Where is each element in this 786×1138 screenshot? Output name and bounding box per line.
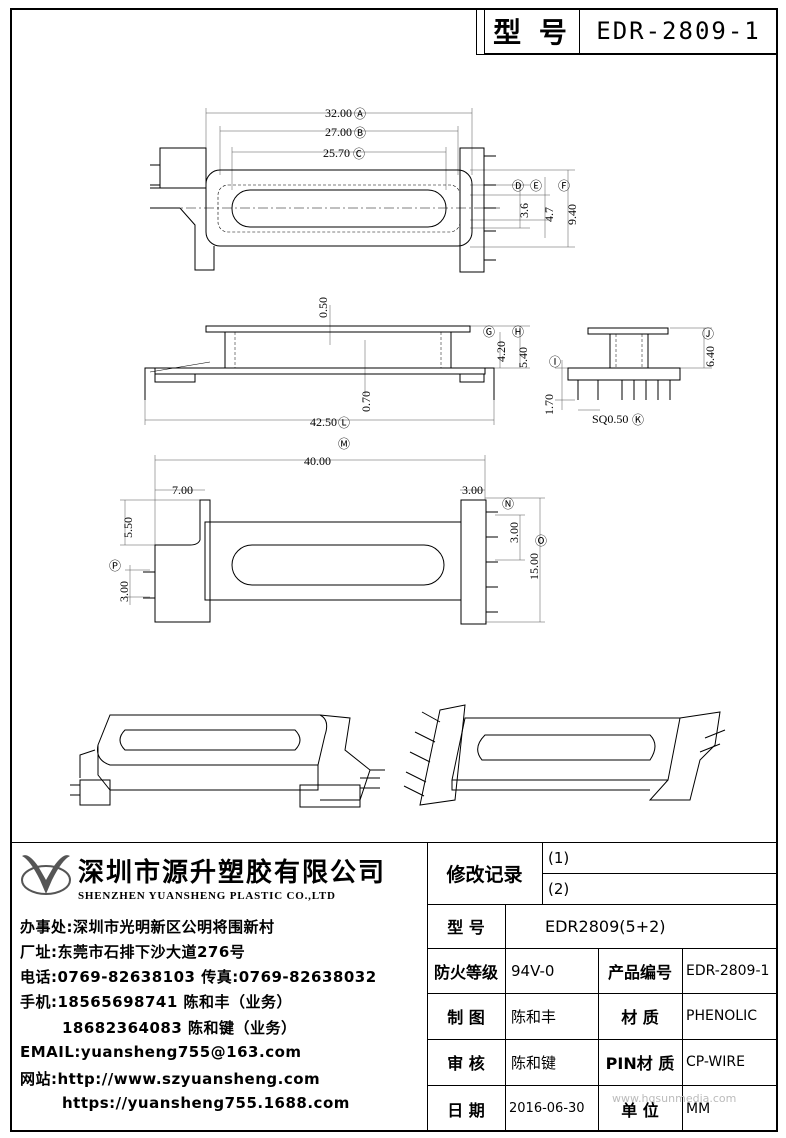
dim-4-7: 4.7 bbox=[542, 207, 556, 222]
label-f: Ⓕ bbox=[558, 179, 570, 193]
dim-15-00: 15.00 bbox=[527, 553, 541, 580]
label-c: Ⓒ bbox=[353, 147, 365, 161]
dim-9-40: 9.40 bbox=[565, 204, 579, 225]
material-label: 材 质 bbox=[621, 1008, 659, 1027]
titleblock-divider bbox=[427, 842, 428, 1132]
model-row-label: 型 号 bbox=[447, 918, 485, 937]
label-a: Ⓐ bbox=[354, 107, 366, 121]
revision-1: (1) bbox=[548, 848, 570, 867]
row-line-4 bbox=[427, 1039, 778, 1040]
col-line-2 bbox=[598, 948, 599, 1132]
revision-label: 修改记录 bbox=[446, 863, 523, 886]
unit-value: MM bbox=[686, 1100, 711, 1117]
dim-sq0-50: SQ0.50 bbox=[592, 412, 628, 426]
row-line-2 bbox=[427, 948, 778, 949]
company-logo-icon bbox=[21, 855, 71, 895]
dim-0-50: 0.50 bbox=[316, 297, 330, 318]
dim-3-6: 3.6 bbox=[517, 203, 531, 218]
model-label: 型 号 bbox=[493, 16, 571, 49]
label-o: Ⓞ bbox=[535, 534, 547, 548]
dim-25-70: 25.70 bbox=[323, 146, 350, 160]
dim-5-40: 5.40 bbox=[516, 347, 530, 368]
company-name: 深圳市源升塑胶有限公司 bbox=[78, 858, 387, 888]
label-g: Ⓖ bbox=[483, 325, 495, 339]
model-label-cell: 型 号 bbox=[484, 8, 580, 54]
label-k: Ⓚ bbox=[632, 413, 644, 427]
col-line-3 bbox=[682, 948, 683, 1132]
drawn-by-label: 制 图 bbox=[447, 1008, 485, 1027]
label-l: Ⓛ bbox=[338, 416, 350, 430]
titleblock-top bbox=[10, 842, 778, 843]
dim-27: 27.00 bbox=[325, 125, 352, 139]
checked-by-value: 陈和键 bbox=[511, 1053, 557, 1072]
product-code-label: 产品编号 bbox=[607, 962, 672, 982]
pin-material-label: PIN材 质 bbox=[605, 1054, 675, 1073]
dim-1-70: 1.70 bbox=[542, 394, 556, 415]
technical-drawing: 32.00 Ⓐ 27.00 Ⓑ 25.70 Ⓒ Ⓓ Ⓔ Ⓕ 3.6 4.7 9.… bbox=[70, 106, 726, 808]
label-m: Ⓜ bbox=[338, 437, 350, 451]
label-p: Ⓟ bbox=[109, 559, 121, 573]
dim-3-00-a: 3.00 bbox=[462, 483, 483, 497]
watermark: www.hqsunmedia.com bbox=[612, 1092, 737, 1105]
dim-40-00: 40.00 bbox=[304, 454, 331, 468]
dim-42-50: 42.50 bbox=[310, 415, 337, 429]
revision-mid bbox=[542, 873, 778, 874]
label-b: Ⓑ bbox=[354, 126, 366, 140]
revision-2: (2) bbox=[548, 879, 570, 898]
dim-32: 32.00 bbox=[325, 106, 352, 120]
dim-7-00: 7.00 bbox=[172, 483, 193, 497]
mobile-2: 18682364083 陈和键（业务） bbox=[62, 1019, 297, 1037]
mobile-1: 手机:18565698741 陈和丰（业务） bbox=[20, 993, 293, 1011]
header-left-edge bbox=[476, 8, 477, 54]
dim-3-00-b: 3.00 bbox=[507, 522, 521, 543]
model-value-cell: EDR-2809-1 bbox=[579, 8, 778, 54]
model-row-value: EDR2809(5+2) bbox=[545, 916, 666, 936]
row-line-3 bbox=[427, 993, 778, 994]
email: EMAIL:yuansheng755@163.com bbox=[20, 1043, 302, 1061]
label-e: Ⓔ bbox=[530, 179, 542, 193]
label-h: Ⓗ bbox=[512, 325, 524, 339]
label-j: Ⓙ bbox=[702, 327, 714, 341]
header-underline bbox=[476, 54, 778, 55]
checked-by-label: 审 核 bbox=[447, 1054, 485, 1073]
company-english-name: SHENZHEN YUANSHENG PLASTIC CO.,LTD bbox=[78, 890, 336, 902]
col-line-1 bbox=[505, 904, 506, 1132]
unit-label: 单 位 bbox=[621, 1100, 659, 1120]
pin-material-value: CP-WIRE bbox=[686, 1054, 745, 1070]
fire-rating-label: 防火等级 bbox=[433, 962, 498, 982]
drawn-by-value: 陈和丰 bbox=[511, 1007, 557, 1026]
label-n: Ⓝ bbox=[502, 497, 514, 511]
office-address: 办事处:深圳市光明新区公明将围新村 bbox=[20, 918, 275, 936]
dim-0-70: 0.70 bbox=[359, 391, 373, 412]
dim-5-50: 5.50 bbox=[121, 517, 135, 538]
sheet-frame bbox=[10, 8, 778, 1132]
label-i: Ⓘ bbox=[549, 355, 561, 369]
material-value: PHENOLIC bbox=[686, 1008, 758, 1024]
dim-6-40: 6.40 bbox=[703, 346, 717, 367]
website-1: 网站:http://www.szyuansheng.com bbox=[20, 1070, 321, 1088]
label-d: Ⓓ bbox=[512, 179, 524, 193]
date-label: 日 期 bbox=[447, 1100, 485, 1120]
row-line-1 bbox=[427, 904, 778, 905]
dim-4-20: 4.20 bbox=[494, 341, 508, 362]
phone-fax: 电话:0769-82638103 传真:0769-82638032 bbox=[20, 968, 377, 986]
product-code-value: EDR-2809-1 bbox=[686, 962, 770, 979]
row-line-5 bbox=[427, 1085, 778, 1086]
fire-rating-value: 94V-0 bbox=[511, 961, 555, 980]
dim-3-00-c: 3.00 bbox=[117, 581, 131, 602]
date-value: 2016-06-30 bbox=[509, 1101, 585, 1116]
website-2: https://yuansheng755.1688.com bbox=[62, 1094, 350, 1112]
factory-address: 厂址:东莞市石排下沙大道276号 bbox=[20, 943, 246, 961]
model-value: EDR-2809-1 bbox=[596, 17, 761, 45]
